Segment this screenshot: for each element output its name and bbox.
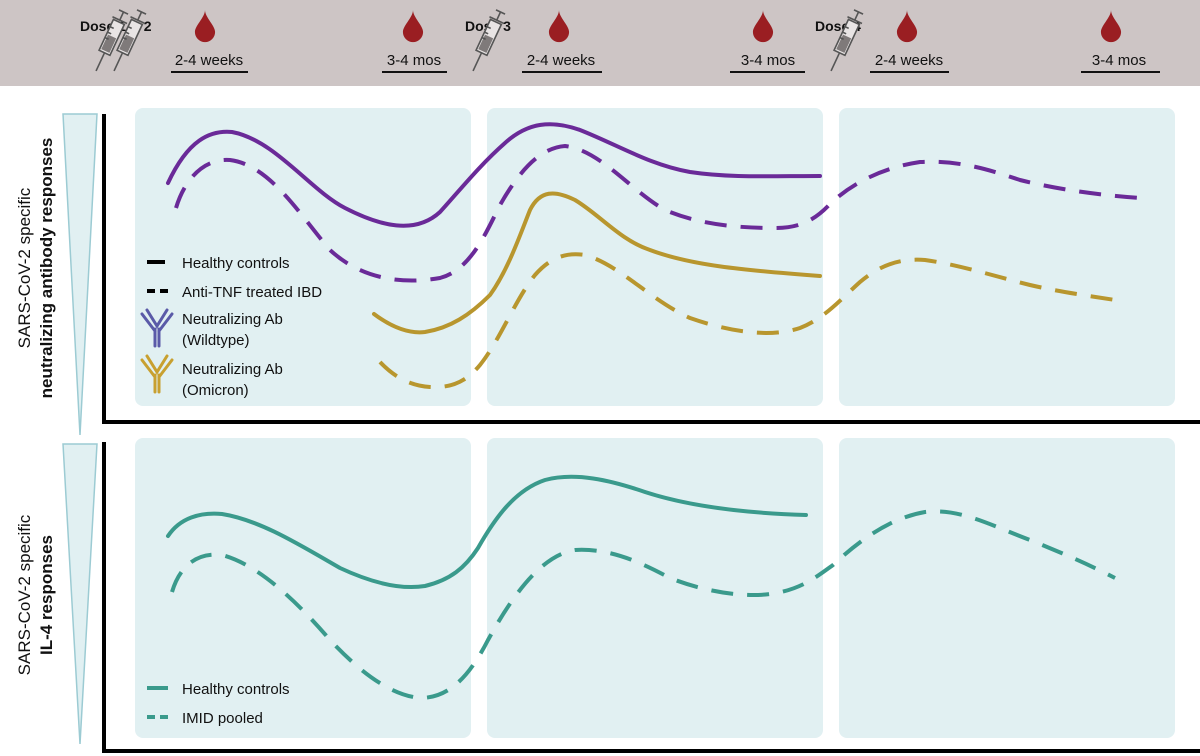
bottom-legend: Healthy controls IMID pooled	[147, 681, 290, 727]
legend-label-imid: IMID pooled	[182, 710, 263, 727]
top-axes	[102, 114, 1200, 424]
interval-label-4: 3-4 mos	[741, 52, 795, 69]
antibody-omicron-icon	[140, 354, 174, 394]
il4-response-panel: SARS-CoV-2 specific IL-4 responses Healt…	[15, 438, 1200, 753]
interval-label-1: 2-4 weeks	[175, 52, 243, 69]
legend-label-anti-tnf: Anti-TNF treated IBD	[182, 284, 322, 301]
legend-label-omicron: Neutralizing Ab	[182, 361, 283, 378]
omicron-anti-tnf-line	[378, 252, 1116, 390]
phase-panel-dose-3	[487, 108, 823, 406]
phase-panel-dose-4	[839, 108, 1175, 406]
il4-imid-pooled-line	[170, 509, 1116, 701]
gradient-triangle	[62, 113, 98, 436]
legend-label-wildtype-sub: (Wildtype)	[182, 332, 250, 349]
interval-label-2: 3-4 mos	[387, 52, 441, 69]
legend-label-wildtype: Neutralizing Ab	[182, 311, 283, 328]
wildtype-anti-tnf-line	[174, 143, 1141, 283]
header-background	[0, 0, 1200, 86]
legend-label-healthy: Healthy controls	[182, 255, 290, 272]
phase-panel-dose-3	[487, 438, 823, 738]
interval-label-5: 2-4 weeks	[875, 52, 943, 69]
interval-label-3: 2-4 weeks	[527, 52, 595, 69]
bottom-axes	[102, 442, 1200, 753]
gradient-triangle	[62, 443, 98, 745]
phase-panel-dose-1-2	[135, 108, 471, 406]
antibody-wildtype-icon	[140, 308, 174, 348]
wildtype-healthy-line	[166, 122, 822, 228]
neutralizing-antibody-panel: SARS-CoV-2 specific neutralizing antibod…	[15, 108, 1200, 436]
legend-label-healthy: Healthy controls	[182, 681, 290, 698]
legend-label-omicron-sub: (Omicron)	[182, 382, 249, 399]
omicron-healthy-line	[372, 191, 822, 335]
bottom-ylabel-line1: SARS-CoV-2 specific	[15, 514, 34, 675]
il4-healthy-line	[166, 474, 808, 590]
timeline-header: Dose 1 & 2 Dose 3 Dose 4 2-4 weeks 3-4 m…	[0, 0, 1200, 86]
phase-panel-dose-4	[839, 438, 1175, 738]
top-legend: Healthy controls Anti-TNF treated IBD Ne…	[140, 255, 322, 399]
bottom-ylabel-line2: IL-4 responses	[37, 535, 56, 655]
top-ylabel-line2: neutralizing antibody responses	[37, 138, 56, 399]
interval-label-6: 3-4 mos	[1092, 52, 1146, 69]
top-ylabel-line1: SARS-CoV-2 specific	[15, 187, 34, 348]
